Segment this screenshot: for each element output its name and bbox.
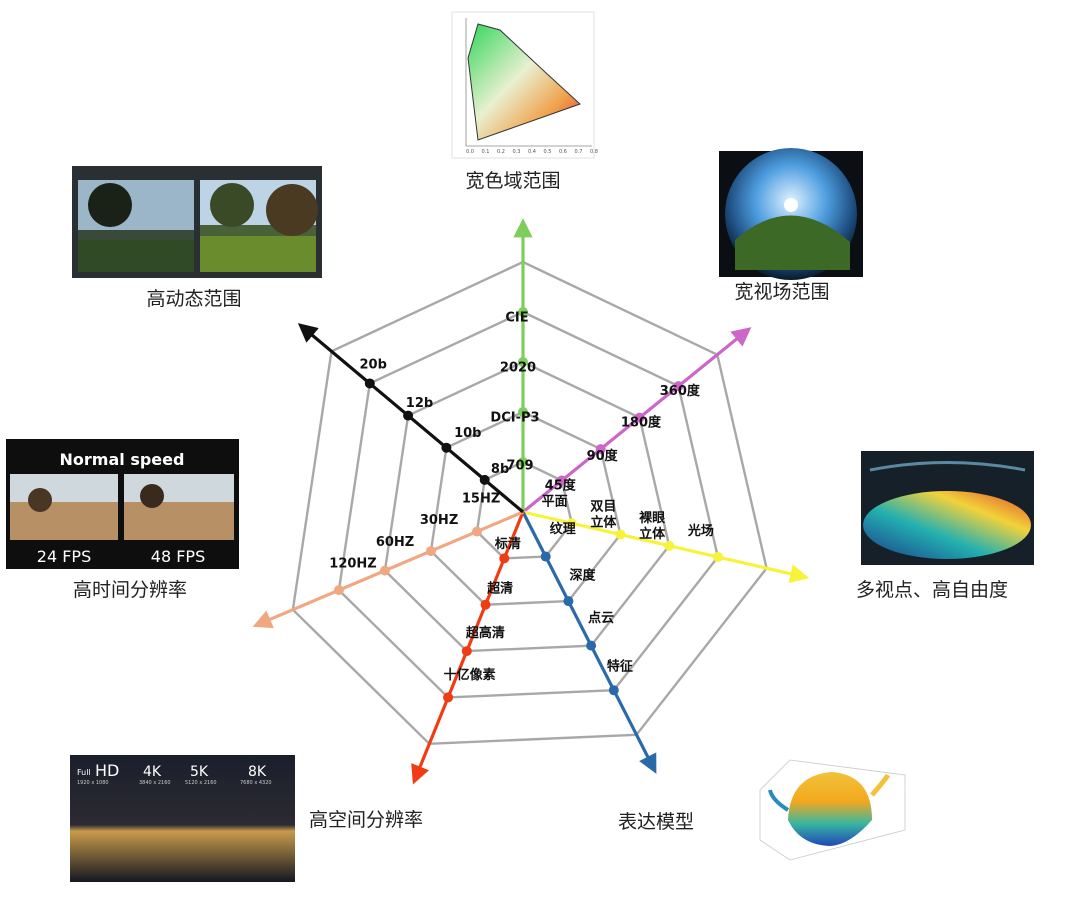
axis-field-of-view-point-4 [673, 381, 684, 392]
axis-multi-view-point-2 [615, 529, 626, 540]
axis-spatial-resolution-point-1 [499, 553, 510, 564]
grid-ring-2 [429, 410, 622, 606]
axis-color-gamut-point-1 [518, 457, 528, 467]
tick-dynamic-range-3: 12b [406, 396, 433, 411]
axis-multi-view-point-3 [664, 540, 675, 551]
resolution-image: Full HD 1920 x 1080 4K 3840 x 2160 5K 51… [70, 755, 295, 882]
axis-representation-point-2 [563, 596, 574, 607]
frame-rate-image: Normal speed 24 FPS 48 FPS [6, 439, 239, 569]
axis-label-dynamic-range: 高动态范围 [146, 288, 241, 310]
axis-color-gamut-point-2 [518, 407, 528, 417]
axis-color-gamut-point-3 [518, 357, 528, 367]
svg-text:1920 x 1080: 1920 x 1080 [77, 780, 109, 786]
svg-text:5120 x 2160: 5120 x 2160 [185, 780, 217, 786]
radar-grid [291, 260, 768, 746]
tick-color-gamut-2: DCI-P3 [490, 411, 539, 426]
axis-spatial-resolution-point-4 [443, 692, 454, 703]
tick-color-gamut-1: 709 [506, 459, 533, 474]
tick-spatial-resolution-1: 标清 [494, 536, 521, 552]
axis-temporal-resolution-point-3 [379, 565, 390, 576]
svg-text:7680 x 4320: 7680 x 4320 [240, 780, 272, 786]
axis-dynamic-range-point-1 [479, 474, 490, 485]
axis-representation-point-1 [540, 551, 551, 562]
tick-spatial-resolution-2: 超清 [487, 580, 513, 596]
axis-field-of-view-point-2 [595, 444, 606, 455]
axis-spatial-resolution-point-3 [461, 646, 472, 657]
radar-axes [252, 218, 810, 785]
tick-representation-2: 深度 [569, 568, 596, 584]
axis-label-field-of-view: 宽视场范围 [734, 281, 829, 303]
grid-ring-5 [291, 260, 768, 746]
svg-text:HD: HD [95, 761, 119, 780]
tick-temporal-resolution-1: 15HZ [462, 492, 500, 507]
axis-spatial-resolution-point-2 [480, 599, 491, 610]
tick-spatial-resolution-4: 十亿像素 [444, 667, 496, 683]
tick-multi-view-3: 裸眼立体 [639, 510, 666, 542]
svg-text:5K: 5K [190, 764, 209, 780]
fps-left-label: 24 FPS [37, 547, 91, 566]
axis-label-representation: 表达模型 [618, 811, 694, 833]
tick-field-of-view-2: 90度 [587, 448, 619, 464]
axis-label-color-gamut: 宽色域范围 [465, 170, 560, 192]
tick-dynamic-range-2: 10b [454, 426, 481, 441]
multiview-heatmap-image [861, 451, 1034, 565]
axis-field-of-view-point-3 [634, 412, 645, 423]
tick-temporal-resolution-4: 120HZ [329, 556, 376, 571]
axis-temporal-resolution-point-4 [333, 585, 344, 596]
tick-field-of-view-4: 360度 [660, 383, 701, 399]
svg-text:0.00.10.20.30.40.50.60.70.8: 0.00.10.20.30.40.50.60.70.8 [466, 149, 598, 155]
axis-label-multi-view: 多视点、高自由度 [856, 579, 1008, 601]
tick-field-of-view-3: 180度 [621, 415, 662, 431]
axis-label-temporal-resolution: 高时间分辨率 [73, 579, 187, 601]
axis-field-of-view-point-1 [556, 475, 567, 486]
tick-representation-4: 特征 [607, 659, 633, 675]
tick-dynamic-range-1: 8b [491, 462, 509, 477]
axis-representation-point-3 [586, 640, 597, 651]
tick-field-of-view-1: 45度 [545, 478, 577, 494]
tick-temporal-resolution-3: 60HZ [376, 535, 414, 550]
axis-representation [521, 511, 657, 774]
axis-label-spatial-resolution: 高空间分辨率 [309, 809, 423, 831]
axis-temporal-resolution-point-1 [471, 526, 482, 537]
grid-ring-3 [383, 360, 671, 653]
fps-right-label: 48 FPS [151, 547, 205, 566]
axis-multi-view-point-4 [712, 551, 723, 562]
normal-speed-title: Normal speed [60, 450, 185, 469]
grid-ring-4 [337, 310, 720, 699]
svg-text:4K: 4K [143, 764, 162, 780]
tick-representation-3: 点云 [588, 610, 614, 626]
tick-color-gamut-4: CIE [505, 311, 528, 326]
tick-spatial-resolution-3: 超高清 [466, 625, 505, 641]
axis-representation-point-4 [608, 685, 619, 696]
tick-multi-view-1: 平面 [542, 494, 568, 509]
svg-text:8K: 8K [248, 764, 267, 780]
axis-temporal-resolution-point-2 [425, 546, 436, 557]
tick-dynamic-range-4: 20b [359, 358, 386, 373]
tick-representation-1: 纹理 [550, 521, 576, 537]
fisheye-image [719, 148, 863, 280]
tick-color-gamut-3: 2020 [500, 361, 536, 376]
axis-multi-view-point-1 [566, 518, 577, 529]
axis-dynamic-range-point-3 [403, 410, 414, 421]
axis-color-gamut-point-4 [518, 307, 528, 317]
svg-text:3840 x 2160: 3840 x 2160 [139, 780, 171, 786]
svg-text:Full: Full [77, 768, 91, 777]
hdr-comparison-image [72, 166, 322, 278]
axis-dynamic-range-point-2 [441, 442, 452, 453]
tick-multi-view-2: 双目立体 [590, 500, 617, 531]
tick-temporal-resolution-2: 30HZ [420, 513, 458, 528]
grid-ring-1 [475, 460, 574, 560]
tick-multi-view-4: 光场 [687, 523, 714, 539]
axis-dynamic-range-point-4 [364, 378, 375, 389]
teapot-model-image [732, 745, 922, 885]
